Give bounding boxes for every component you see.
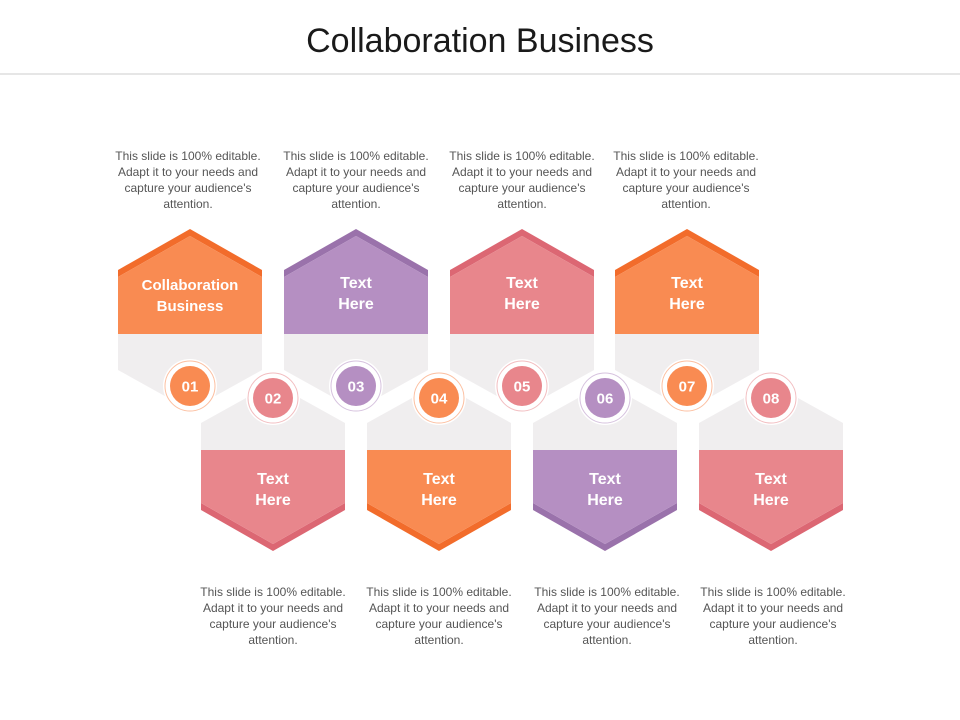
badge-03-number: 03 (348, 379, 365, 396)
description-02: This slide is 100% editable. Adapt it to… (200, 585, 346, 647)
badge-03-circle (336, 366, 376, 406)
badge-05-ring (496, 360, 548, 412)
badge-02-circle (253, 378, 293, 418)
badge-06-circle (585, 378, 625, 418)
description-06: This slide is 100% editable. Adapt it to… (534, 585, 680, 647)
hexagon-01-top (118, 236, 262, 334)
badge-02-ring (247, 372, 299, 424)
badge-01-circle (170, 366, 210, 406)
hexagon-03-top (284, 236, 428, 334)
badge-06-number: 06 (597, 391, 614, 408)
title-divider (0, 73, 960, 75)
hexagon-07-label-line-2: Here (669, 296, 705, 313)
hexagon-01-label-line-2: Business (157, 298, 224, 315)
hexagon-08-body (699, 450, 843, 544)
badge-05-number: 05 (514, 379, 531, 396)
hexagon-02-label-line-1: Text (257, 471, 289, 488)
hexagon-08-label-line-2: Here (753, 492, 789, 509)
hexagon-06-label-line-1: Text (589, 471, 621, 488)
badge-07-circle (667, 366, 707, 406)
hexagon-02-body (201, 450, 345, 544)
badge-05-circle (502, 366, 542, 406)
hexagon-04-label-line-2: Here (421, 492, 457, 509)
hexagon-01-label-line-1: Collaboration (142, 277, 239, 294)
hexagon-02-label-line-2: Here (255, 492, 291, 509)
description-08: This slide is 100% editable. Adapt it to… (700, 585, 846, 647)
hexagon-05-label-line-2: Here (504, 296, 540, 313)
badge-04-circle (419, 378, 459, 418)
badge-02-number: 02 (265, 391, 282, 408)
description-03: This slide is 100% editable. Adapt it to… (283, 149, 429, 211)
description-01: This slide is 100% editable. Adapt it to… (115, 149, 261, 211)
badge-07-ring (661, 360, 713, 412)
hexagon-07-label-line-1: Text (671, 275, 703, 292)
hexagon-07-top (615, 236, 759, 334)
badge-08-ring (745, 372, 797, 424)
hexagon-05-label-line-1: Text (506, 275, 538, 292)
badge-03-ring (330, 360, 382, 412)
badge-07-number: 07 (679, 379, 696, 396)
hexagon-04-label-line-1: Text (423, 471, 455, 488)
badge-04-number: 04 (431, 391, 448, 408)
description-07: This slide is 100% editable. Adapt it to… (613, 149, 759, 211)
hexagon-05-top (450, 236, 594, 334)
badge-04-ring (413, 372, 465, 424)
page-title: Collaboration Business (306, 22, 654, 60)
badge-06-ring (579, 372, 631, 424)
description-04: This slide is 100% editable. Adapt it to… (366, 585, 512, 647)
hexagon-08-label-line-1: Text (755, 471, 787, 488)
hexagon-06-body (533, 450, 677, 544)
hexagon-04-body (367, 450, 511, 544)
hexagon-03-label-line-2: Here (338, 296, 374, 313)
badge-08-circle (751, 378, 791, 418)
badge-01-number: 01 (182, 379, 199, 396)
description-05: This slide is 100% editable. Adapt it to… (449, 149, 595, 211)
hexagon-06-label-line-2: Here (587, 492, 623, 509)
badge-01-ring (164, 360, 216, 412)
hexagon-03-label-line-1: Text (340, 275, 372, 292)
badge-08-number: 08 (763, 391, 780, 408)
